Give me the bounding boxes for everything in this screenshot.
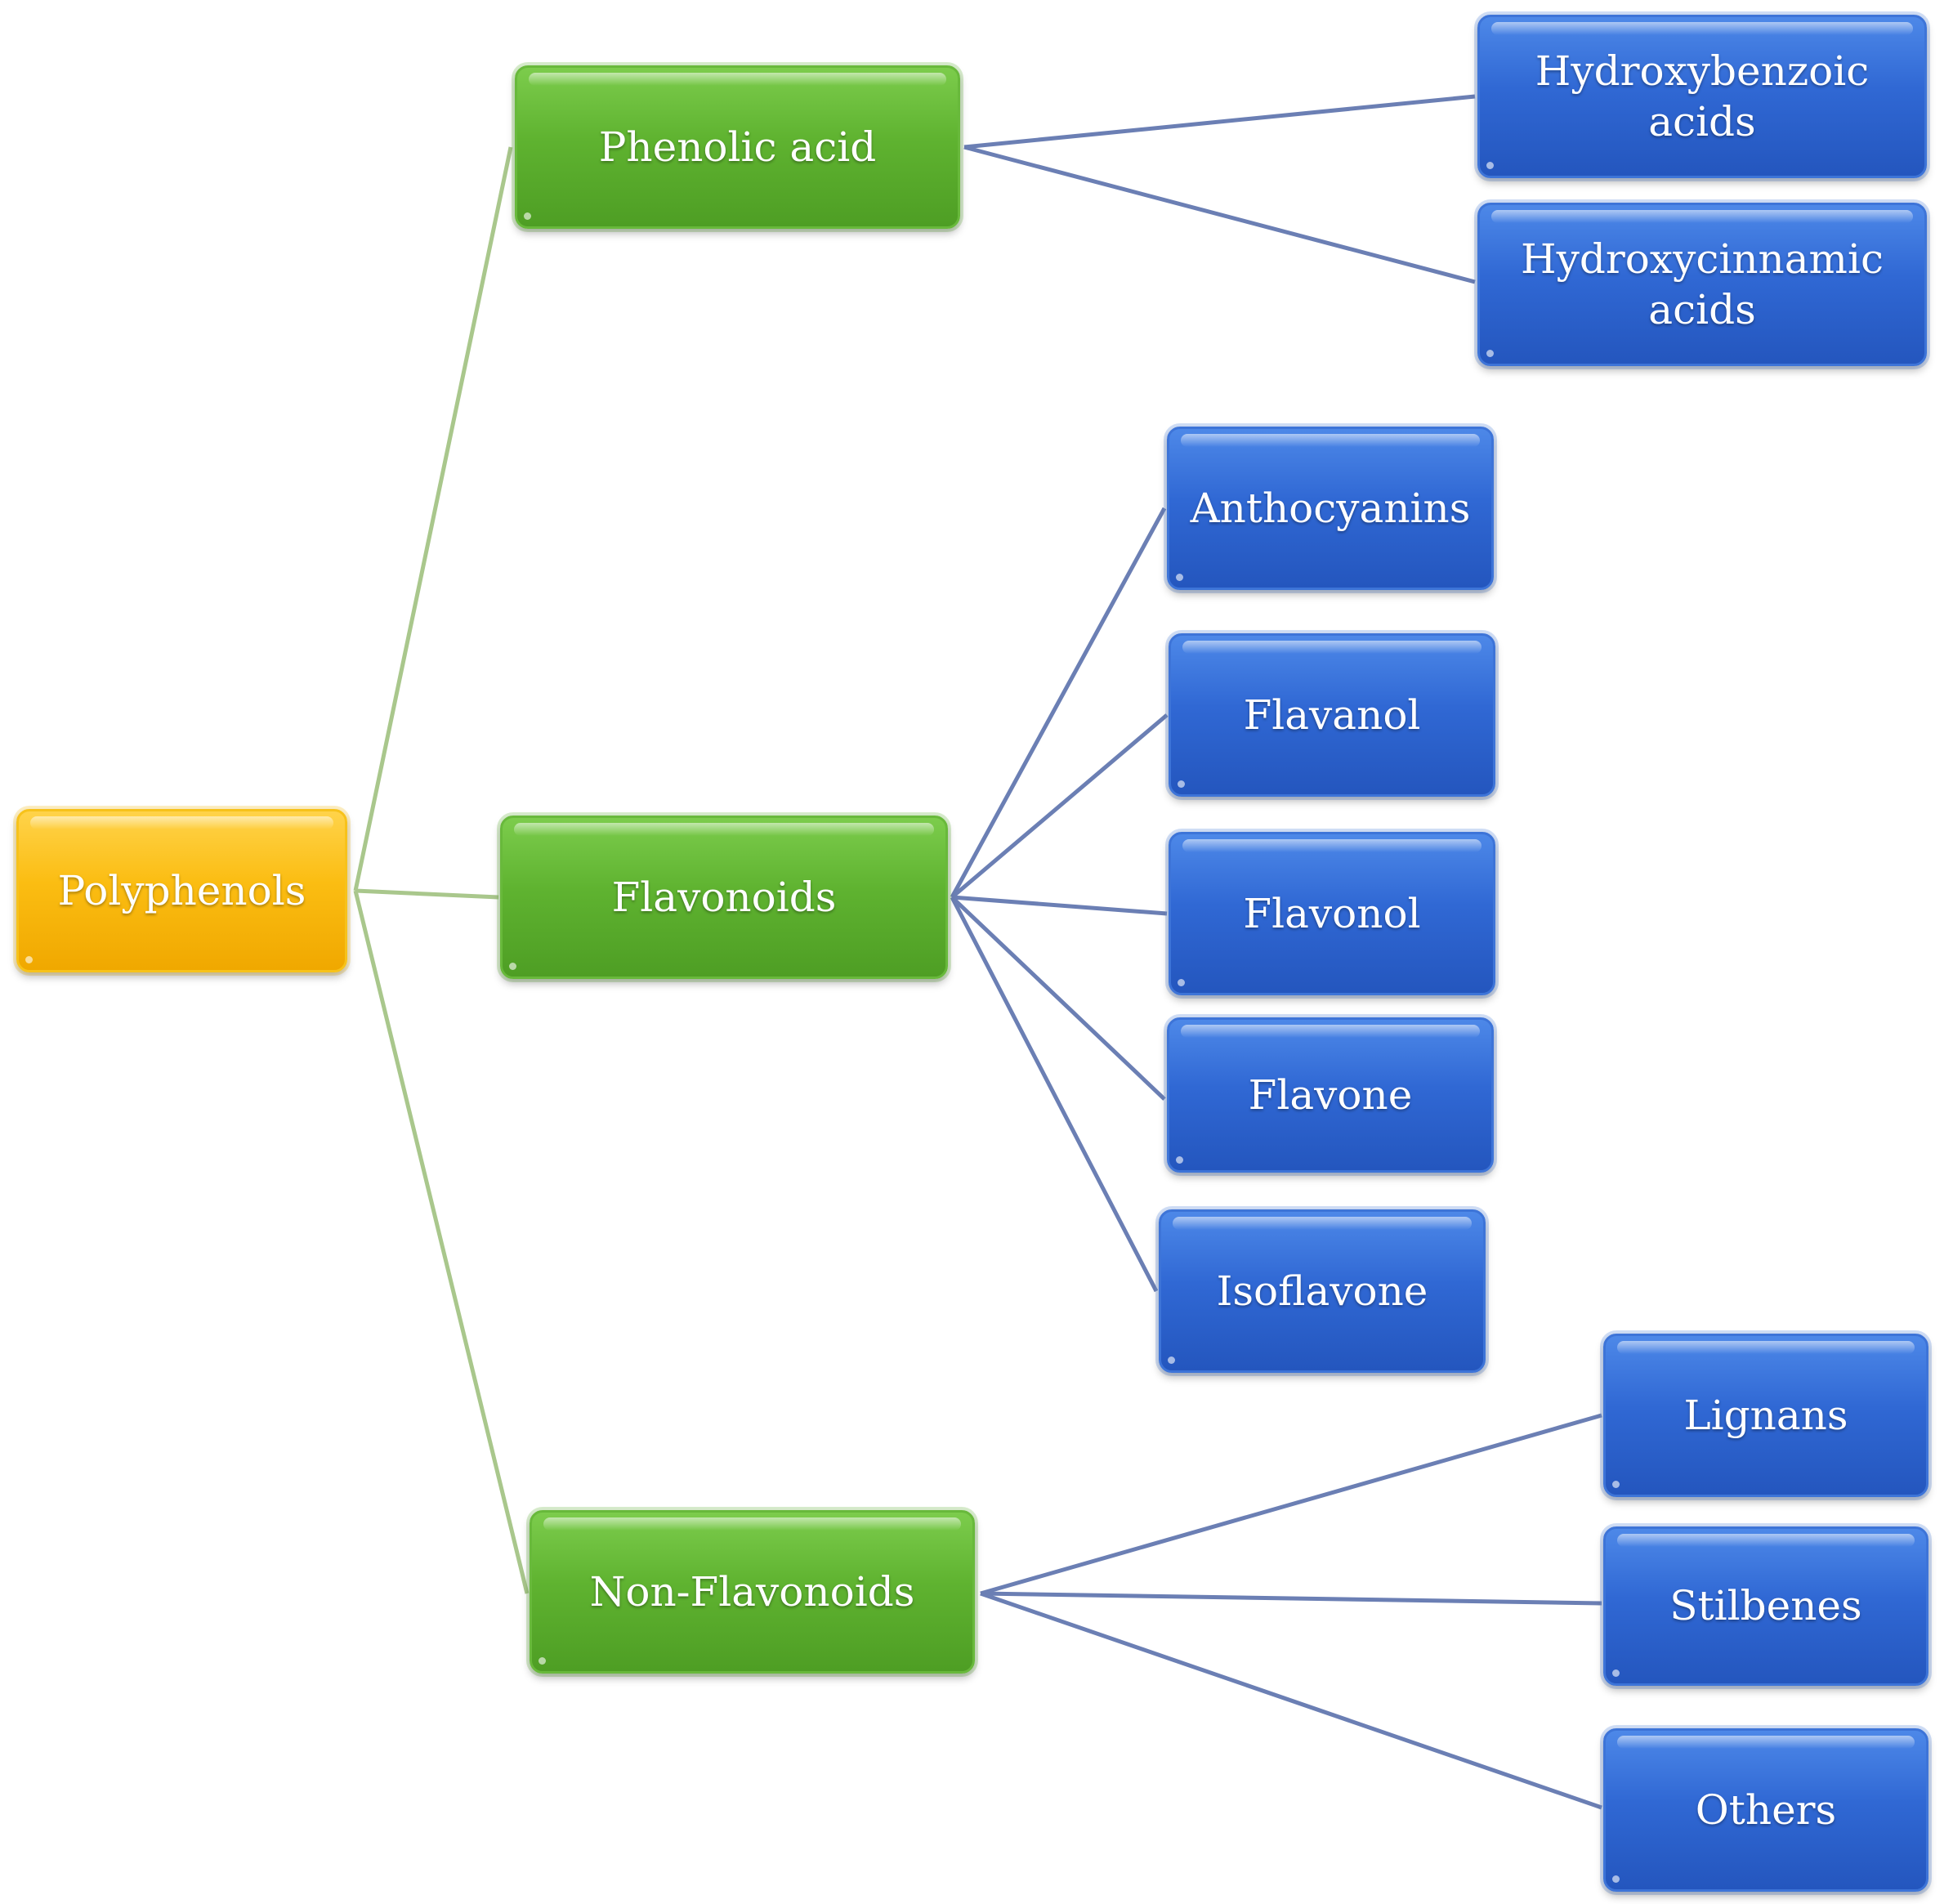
link-flavonoids-flavonol	[951, 895, 1168, 916]
node-label: Others	[1695, 1786, 1837, 1834]
link-nonflavonoids-stilbenes	[980, 1591, 1602, 1606]
node-flavone: Flavone	[1167, 1017, 1494, 1173]
link-root-phenolic-acid	[353, 146, 513, 892]
node-label: Flavone	[1248, 1070, 1413, 1119]
node-isoflavone: Isoflavone	[1159, 1209, 1486, 1373]
node-flavonoids: Flavonoids	[500, 816, 948, 979]
link-nonflavonoids-lignans	[980, 1413, 1602, 1596]
link-phenolic-hydroxycinnamic	[963, 145, 1476, 284]
link-phenolic-hydroxybenzoic	[963, 94, 1476, 150]
node-label: Flavonol	[1243, 889, 1421, 937]
link-root-non-flavonoids	[353, 890, 530, 1594]
link-flavonoids-flavanol	[950, 713, 1169, 899]
node-non-flavonoids: Non-Flavonoids	[530, 1510, 975, 1674]
node-phenolic-acid: Phenolic acid	[515, 65, 960, 229]
node-lignans: Lignans	[1603, 1334, 1928, 1497]
node-hydroxybenzoic-acids: Hydroxybenzoic acids	[1477, 15, 1927, 178]
node-label: Polyphenols	[57, 866, 306, 914]
node-label: Flavonoids	[611, 873, 837, 921]
node-flavonol: Flavonol	[1169, 832, 1495, 995]
node-label: Hydroxycinnamic acids	[1521, 235, 1884, 334]
link-flavonoids-flavone	[950, 896, 1166, 1101]
node-label: Stilbenes	[1669, 1582, 1862, 1630]
node-label: Anthocyanins	[1190, 484, 1471, 532]
node-others: Others	[1603, 1728, 1928, 1892]
node-label: Isoflavone	[1216, 1267, 1428, 1315]
node-label: Phenolic acid	[598, 123, 877, 171]
node-polyphenols: Polyphenols	[16, 809, 347, 972]
node-label: Non-Flavonoids	[589, 1567, 915, 1616]
node-anthocyanins: Anthocyanins	[1167, 427, 1494, 590]
node-stilbenes: Stilbenes	[1603, 1526, 1928, 1686]
link-nonflavonoids-others	[980, 1591, 1602, 1810]
node-hydroxycinnamic-acids: Hydroxycinnamic acids	[1477, 203, 1927, 366]
node-label: Hydroxybenzoic acids	[1535, 47, 1870, 146]
link-flavonoids-anthocyanins	[950, 507, 1167, 899]
node-label: Lignans	[1683, 1391, 1848, 1439]
link-root-flavonoids	[355, 888, 499, 900]
node-label: Flavanol	[1243, 691, 1421, 739]
node-flavanol: Flavanol	[1169, 633, 1495, 797]
link-flavonoids-isoflavone	[950, 896, 1159, 1293]
